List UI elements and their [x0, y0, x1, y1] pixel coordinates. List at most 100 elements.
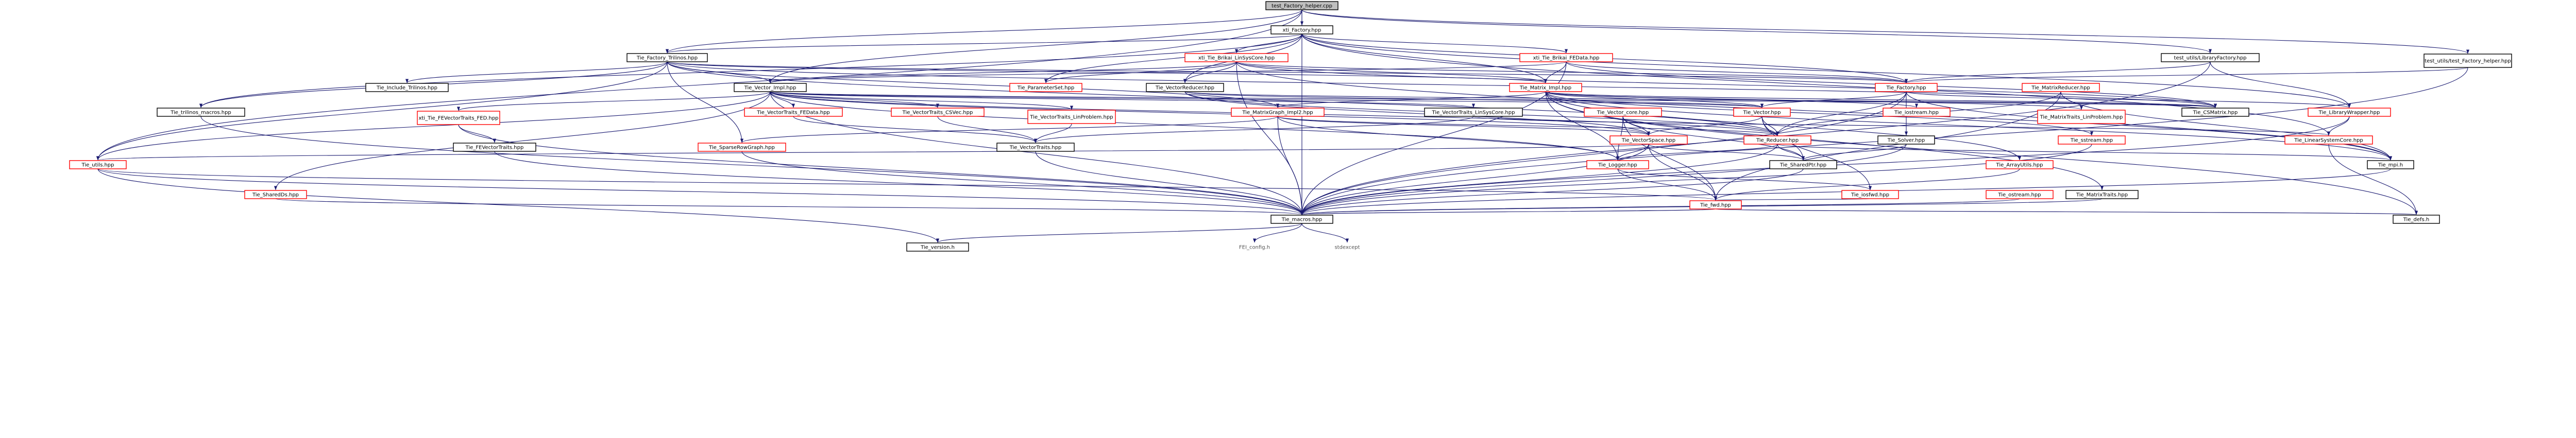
- file-node[interactable]: Tie_Vector_core.hpp: [1584, 108, 1662, 117]
- node-box: [2308, 108, 2391, 117]
- include-edge: [793, 116, 1037, 143]
- file-node[interactable]: Tie_CSMatrix.hpp: [2181, 108, 2249, 117]
- file-node[interactable]: Tie_VectorTraits_LinProblem.hpp: [1027, 110, 1116, 124]
- file-node[interactable]: Tie_SparseRowGraph.hpp: [698, 143, 786, 152]
- file-node[interactable]: Tie_sstream.hpp: [2058, 135, 2126, 145]
- file-node[interactable]: Tie_macros.hpp: [1270, 215, 1333, 224]
- node-box: [626, 53, 708, 62]
- include-edge: [666, 33, 1302, 54]
- node-box: [2065, 190, 2139, 199]
- node-box: [1733, 108, 1791, 117]
- include-edge: [1301, 33, 2330, 136]
- file-node[interactable]: Tie_Solver.hpp: [1877, 135, 1935, 145]
- file-node[interactable]: Tie_VectorReducer.hpp: [1146, 83, 1224, 92]
- file-node[interactable]: Tie_VectorTraits.hpp: [996, 143, 1075, 152]
- file-node[interactable]: test_Factory_helper.cpp: [1265, 1, 1338, 10]
- node-box: [365, 83, 449, 92]
- file-node[interactable]: Tie_SharedPtr.hpp: [1769, 160, 1837, 169]
- file-node[interactable]: Tie_mpi.h: [2367, 160, 2414, 169]
- file-node[interactable]: Tie_ArrayUtils.hpp: [1986, 160, 2054, 169]
- include-edge: [741, 151, 1303, 215]
- file-node[interactable]: xti_Tie_Brikai_LinSysCore.hpp: [1184, 53, 1289, 62]
- file-node[interactable]: Tie_Vector.hpp: [1733, 108, 1791, 117]
- node-label: Tie_ArrayUtils.hpp: [1996, 163, 2043, 168]
- file-node[interactable]: Tie_iosfwd.hpp: [1841, 190, 1899, 199]
- node-label: Tie_Logger.hpp: [1598, 163, 1637, 168]
- file-node[interactable]: Tie_VectorTraits_FEData.hpp: [744, 108, 843, 117]
- file-node[interactable]: Tie_ParameterSet.hpp: [1009, 83, 1082, 92]
- file-node[interactable]: Tie_utils.hpp: [69, 160, 127, 169]
- include-edge: [1300, 144, 1778, 215]
- node-box: [1877, 135, 1935, 145]
- node-box: [1743, 135, 1811, 145]
- file-node[interactable]: test_utils/LibraryFactory.hpp: [2161, 53, 2260, 62]
- include-edge: [494, 151, 1303, 215]
- file-node[interactable]: xti_Tie_Brikai_FEData.hpp: [1519, 53, 1613, 62]
- file-node[interactable]: Tie_ostream.hpp: [1986, 190, 2054, 199]
- node-box: [1986, 160, 2054, 169]
- file-node[interactable]: Tie_LibraryWrapper.hpp: [2308, 108, 2391, 117]
- include-edge: [458, 124, 1303, 215]
- file-node: stdexcept: [1334, 245, 1360, 251]
- node-label: xti_Tie_Brikai_LinSysCore.hpp: [1198, 56, 1275, 61]
- file-node[interactable]: xti_Factory.hpp: [1270, 25, 1333, 34]
- file-node[interactable]: Tie_MatrixTraits.hpp: [2065, 190, 2139, 199]
- node-label: Tie_utils.hpp: [81, 163, 114, 168]
- file-node[interactable]: Tie_Vector_Impl.hpp: [734, 83, 807, 92]
- node-label: test_utils/test_Factory_helper.hpp: [2425, 59, 2511, 64]
- file-node[interactable]: Tie_SharedDs.hpp: [244, 190, 307, 199]
- file-node[interactable]: Tie_MatrixTraits_LinProblem.hpp: [2037, 110, 2126, 124]
- include-edge: [2328, 144, 2418, 215]
- file-node[interactable]: Tie_Logger.hpp: [1586, 160, 1649, 169]
- node-box: [2037, 110, 2126, 124]
- node-label: Tie_Factory_Trilinos.hpp: [636, 56, 698, 61]
- include-edge: [200, 116, 1303, 215]
- include-edge: [1566, 61, 1908, 83]
- node-box: [1424, 108, 1523, 117]
- include-edge: [1034, 123, 1072, 143]
- file-node[interactable]: Tie_MatrixReducer.hpp: [2022, 83, 2100, 92]
- node-box: [1146, 83, 1224, 92]
- file-node[interactable]: Tie_defs.h: [2393, 215, 2440, 224]
- node-box: [1270, 215, 1333, 224]
- node-box: [1270, 25, 1333, 34]
- node-box: [744, 108, 843, 117]
- include-edge: [1473, 116, 2330, 136]
- include-edge: [96, 61, 668, 161]
- include-edge: [96, 91, 771, 161]
- file-node[interactable]: Tie_VectorTraits_CSVec.hpp: [891, 108, 985, 117]
- node-label: Tie_MatrixTraits.hpp: [2076, 192, 2128, 198]
- file-node[interactable]: Tie_Include_Trilinos.hpp: [365, 83, 449, 92]
- file-node: FEI_config.h: [1239, 245, 1270, 251]
- node-box: [69, 160, 127, 169]
- node-label: Tie_VectorTraits_LinSysCore.hpp: [1432, 110, 1515, 116]
- file-node[interactable]: Tie_fwd.hpp: [1689, 200, 1742, 209]
- include-edge: [2060, 91, 2392, 161]
- file-node[interactable]: Tie_VectorTraits_LinSysCore.hpp: [1424, 108, 1523, 117]
- file-node[interactable]: Tie_iostream.hpp: [1883, 108, 1951, 117]
- file-node[interactable]: Tie_Matrix_Impl.hpp: [1509, 83, 1582, 92]
- file-node[interactable]: Tie_VectorSpace.hpp: [1609, 135, 1688, 145]
- file-node[interactable]: Tie_FEVectorTraits.hpp: [453, 143, 536, 152]
- file-node[interactable]: test_utils/test_Factory_helper.hpp: [2424, 54, 2512, 68]
- node-box: [1883, 108, 1951, 117]
- file-node[interactable]: Tie_Factory.hpp: [1875, 83, 1938, 92]
- node-box: [996, 143, 1075, 152]
- include-edge: [1301, 208, 1716, 215]
- node-label: Tie_fwd.hpp: [1700, 203, 1731, 208]
- file-node[interactable]: Tie_trilinos_macros.hpp: [157, 108, 245, 117]
- file-node[interactable]: Tie_Factory_Trilinos.hpp: [626, 53, 708, 62]
- include-edge: [1545, 91, 2021, 161]
- file-node[interactable]: Tie_Reducer.hpp: [1743, 135, 1811, 145]
- file-node[interactable]: Tie_LinearSystemCore.hpp: [2284, 135, 2373, 145]
- node-label: Tie_mpi.h: [2378, 163, 2403, 168]
- include-edge: [1236, 61, 1547, 83]
- file-node[interactable]: Tie_MatrixGraph_Impl2.hpp: [1231, 108, 1325, 117]
- include-edge: [97, 168, 1717, 201]
- file-node[interactable]: xti_Tie_FEVectorTraits_FED.hpp: [417, 111, 500, 125]
- file-node[interactable]: Tie_version.h: [906, 242, 969, 252]
- node-label: Tie_SharedDs.hpp: [252, 192, 299, 198]
- node-label: Tie_Matrix_Impl.hpp: [1519, 85, 1571, 91]
- node-label: Tie_iosfwd.hpp: [1851, 192, 1889, 198]
- node-label: Tie_defs.h: [2403, 217, 2429, 223]
